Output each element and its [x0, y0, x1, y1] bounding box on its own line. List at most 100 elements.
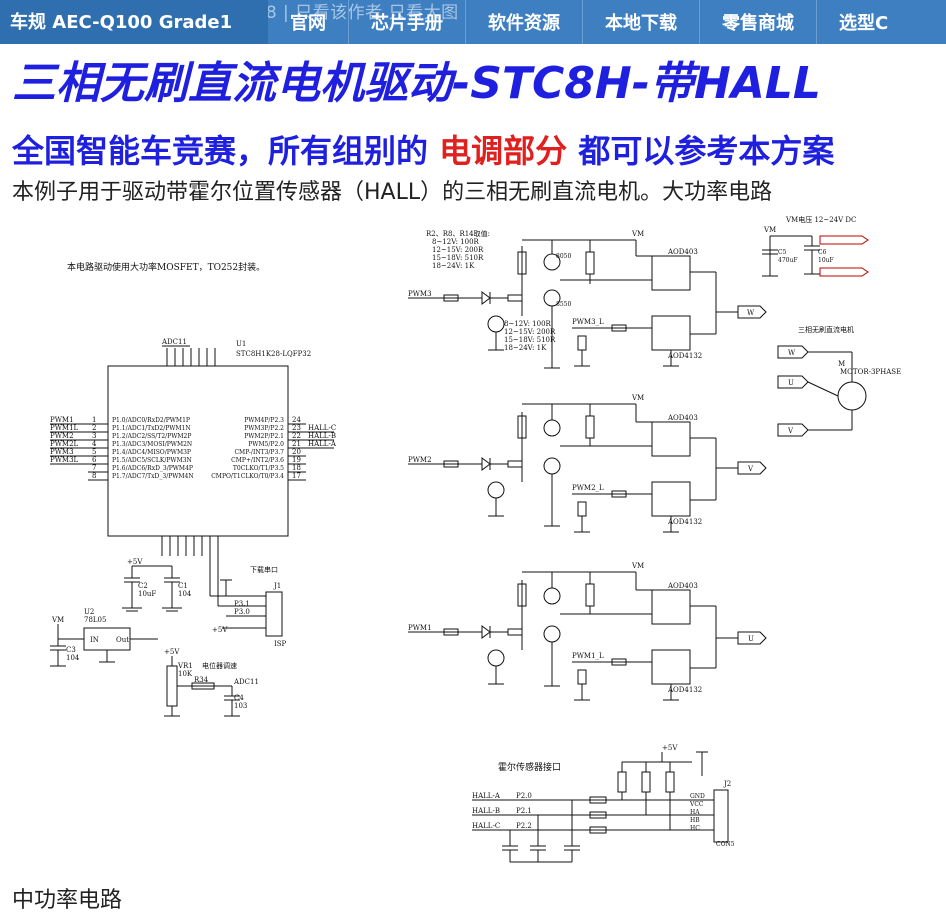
- nav-item-datasheet[interactable]: 芯片手册: [348, 0, 465, 44]
- left-net-3: PWM2: [50, 432, 74, 440]
- right-pin-func-3: PWM2P/P2.1: [244, 433, 284, 440]
- reg-part: 78L05: [84, 616, 106, 624]
- left-pin-func-5: P1.4/ADC4/MISO/PWM3P: [112, 449, 191, 456]
- left-pin-num-4: 4: [92, 440, 97, 448]
- plus5v-label-2: +5V: [164, 648, 180, 656]
- left-net-4: PWM2L: [50, 440, 79, 448]
- right-net-hall-a: HALL-A: [308, 440, 337, 448]
- r34-label: R34: [194, 676, 209, 684]
- nav-item-download[interactable]: 本地下载: [582, 0, 699, 44]
- vm-supply: VM电压 12~24V DC VM C5 470uF C6 10uF: [762, 215, 869, 277]
- mcu-chip-body: [107, 365, 289, 537]
- subtitle-part2: 都可以参考本方案: [578, 132, 835, 170]
- mcu-part: STC8H1K28-LQFP32: [236, 350, 311, 358]
- j2-ha: HA: [690, 809, 700, 816]
- left-net-2: PWM1L: [50, 424, 79, 432]
- phase-driver-u: PWM1 U PWM1_L AOD403 AOD4132 VM: [408, 562, 767, 701]
- right-pin-func-7: T0CLKO/T1/P3.5: [233, 465, 284, 472]
- left-pin-func-6: P1.5/ADC5/SCLK/PWM3N: [112, 457, 192, 464]
- j2-ref: J2: [723, 780, 731, 788]
- left-net-1: PWM1: [50, 416, 74, 424]
- section-footer-text: 中功率电路: [12, 888, 123, 913]
- left-pin-num-8: 8: [92, 472, 96, 480]
- pwm1-label: PWM1: [408, 624, 432, 632]
- left-pin-num-1: 1: [92, 416, 96, 424]
- motor-part: MOTOR-3PHASE: [840, 368, 901, 376]
- mcu-bottom-pins: [161, 536, 219, 606]
- mcu-ref: U1: [236, 340, 246, 348]
- j2-vcc: VCC: [689, 801, 704, 808]
- top-nav-bar: 发表于 2023-4-15 15:55:48 | 只看该作者 只看大图 车规 A…: [0, 0, 946, 44]
- nav-menu: 官网 芯片手册 软件资源 本地下载 零售商城 选型C: [268, 0, 910, 44]
- motor-title: 三相无刷直流电机: [798, 325, 854, 334]
- c2-label: C2: [138, 582, 148, 590]
- j2-hc: HC: [690, 825, 700, 832]
- vm-label-v: VM: [631, 394, 644, 402]
- plus5v-label-3: +5V: [212, 626, 228, 634]
- phase-u-out: U: [748, 635, 754, 643]
- pot-value: 10K: [178, 670, 193, 678]
- res-note-3: 15~18V: 510R: [432, 254, 484, 262]
- hall-a-label: HALL-A: [472, 792, 501, 800]
- res-note-b3: 15~18V: 510R: [504, 336, 556, 344]
- vm-label-w: VM: [631, 230, 644, 238]
- right-pin-func-5: CMP-/INT3/P3.7: [234, 449, 284, 456]
- left-pin-num-6: 6: [92, 456, 97, 464]
- pot-ref: VR1: [177, 662, 193, 670]
- left-net-6: PWM3L: [50, 456, 79, 464]
- mcu-note: 本电路驱动使用大功率MOSFET，TO252封装。: [67, 261, 265, 273]
- motor-symbol: 三相无刷直流电机 W U V M MOTOR-3PHASE: [777, 325, 901, 437]
- adc11-label-2: ADC11: [233, 678, 259, 686]
- isp-label: ISP: [274, 640, 287, 648]
- c6-value: 10uF: [818, 257, 834, 264]
- j1-ref: J1: [273, 582, 281, 590]
- reg-ref: U2: [84, 608, 94, 616]
- nav-item-software[interactable]: 软件资源: [465, 0, 582, 44]
- phase-driver-w: PWM3 W PWM3_L AOD403 AOD4132 8050 8550 V…: [408, 230, 767, 369]
- c3-label: C3: [66, 646, 76, 654]
- j2-hb: HB: [690, 817, 700, 824]
- brand-tab[interactable]: 车规 AEC-Q100 Grade1: [0, 0, 268, 44]
- hall-port-2: P2.2: [516, 822, 532, 830]
- pwm2l-label: PWM2_L: [572, 484, 604, 492]
- plus5v-hall: +5V: [662, 744, 678, 752]
- motor-u-in: U: [788, 379, 794, 387]
- vm-note: VM电压 12~24V DC: [785, 216, 856, 224]
- c1-label: C1: [178, 582, 188, 590]
- c5-label: C5: [778, 249, 787, 256]
- right-pin-num-2: 23: [292, 424, 301, 432]
- hall-port-0: P2.0: [516, 792, 532, 800]
- description-text: 本例子用于驱动带霍尔位置传感器（HALL）的三相无刷直流电机。大功率电路: [12, 180, 773, 205]
- c4-value: 103: [234, 702, 247, 710]
- plus5v-label-1: +5V: [127, 558, 143, 566]
- res-note-0: R2、R8、R14取值:: [426, 229, 490, 238]
- right-net-hall-b: HALL-B: [308, 432, 336, 440]
- left-pin-num-2: 2: [92, 424, 96, 432]
- reg-out-label: Out: [116, 636, 129, 644]
- c4-label: C4: [234, 694, 244, 702]
- p30-label: P3.0: [234, 608, 250, 616]
- reg-in-label: IN: [90, 636, 99, 644]
- schematic-image[interactable]: 本电路驱动使用大功率MOSFET，TO252封装。 ADC11 U1 STC8H…: [12, 215, 912, 876]
- res-note-4: 18~24V: 1K: [432, 262, 475, 270]
- res-note-1: 8~12V: 100R: [432, 238, 480, 246]
- pwm3l-label: PWM3_L: [572, 318, 604, 326]
- left-pin-func-7: P1.6/ADC6/RxD_3/PWM4P: [112, 465, 193, 472]
- page-title: 三相无刷直流电机驱动-STC8H-带HALL: [12, 58, 821, 109]
- hall-b-label: HALL-B: [472, 807, 500, 815]
- right-net-hall-c: HALL-C: [308, 424, 336, 432]
- right-pin-num-6: 19: [292, 456, 301, 464]
- pwm1l-label: PWM1_L: [572, 652, 604, 660]
- j2-part: CON5: [716, 841, 735, 848]
- nav-item-select[interactable]: 选型C: [816, 0, 910, 44]
- c1-value: 104: [178, 590, 192, 598]
- nav-item-official[interactable]: 官网: [290, 13, 326, 34]
- phase-w-out: W: [747, 309, 755, 317]
- motor-w-in: W: [788, 349, 796, 357]
- p31-label: P3.1: [234, 600, 250, 608]
- res-note-b4: 18~24V: 1K: [504, 344, 547, 352]
- right-pin-func-1: PWM4P/P2.3: [244, 417, 284, 424]
- nav-item-shop[interactable]: 零售商城: [699, 0, 816, 44]
- right-pin-num-4: 21: [292, 440, 301, 448]
- res-note-b2: 12~15V: 200R: [504, 328, 556, 336]
